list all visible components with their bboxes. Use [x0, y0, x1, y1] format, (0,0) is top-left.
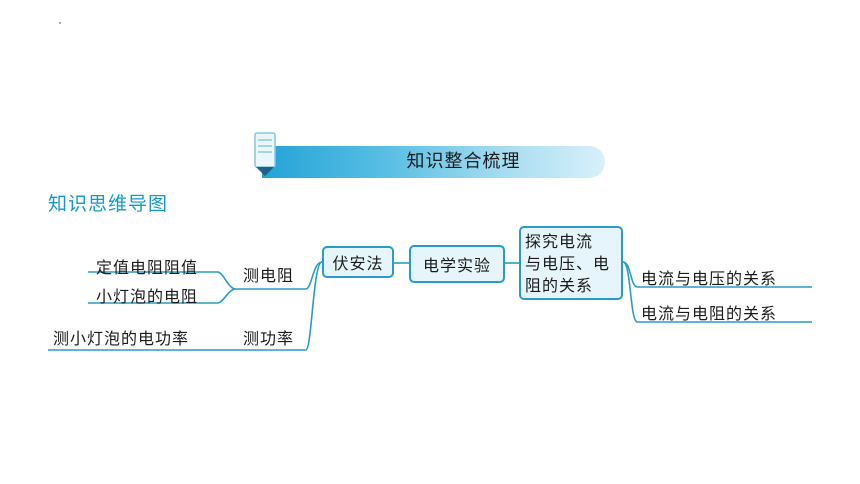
- leaf-lamp-resistance: 小灯泡的电阻: [96, 287, 199, 306]
- banner-title: 知识整合梳理: [406, 151, 521, 172]
- branch-measure-power: 测功率: [243, 329, 295, 348]
- leaf-current-resistance: 电流与电阻的关系: [641, 304, 778, 323]
- connector-measure-power: [48, 261, 323, 351]
- node-line-1: 探究电流: [525, 232, 594, 251]
- leaf-current-voltage: 电流与电压的关系: [641, 269, 778, 288]
- connector-measure-resistance: [236, 261, 323, 290]
- node-explore-current-relation: 探究电流 与电压、电 阻的关系: [519, 226, 623, 300]
- node-line-3: 阻的关系: [525, 276, 594, 295]
- node-voltammetry: 伏安法: [322, 246, 394, 278]
- book-icon: [254, 132, 276, 176]
- node-electrical-experiments: 电学实验: [409, 245, 505, 283]
- connector-fixed-resistor: [88, 271, 237, 290]
- section-title: 知识思维导图: [48, 193, 169, 215]
- connector-current-resistance: [622, 261, 812, 323]
- branch-measure-resistance: 测电阻: [243, 266, 295, 285]
- banner: 知识整合梳理: [262, 146, 605, 178]
- connector-lamp-resistance: [88, 288, 237, 304]
- leaf-fixed-resistor-value: 定值电阻阻值: [96, 258, 199, 277]
- node-line-2: 与电压、电: [525, 254, 611, 273]
- leaf-lamp-power: 测小灯泡的电功率: [53, 329, 190, 348]
- page-dot: [59, 22, 61, 24]
